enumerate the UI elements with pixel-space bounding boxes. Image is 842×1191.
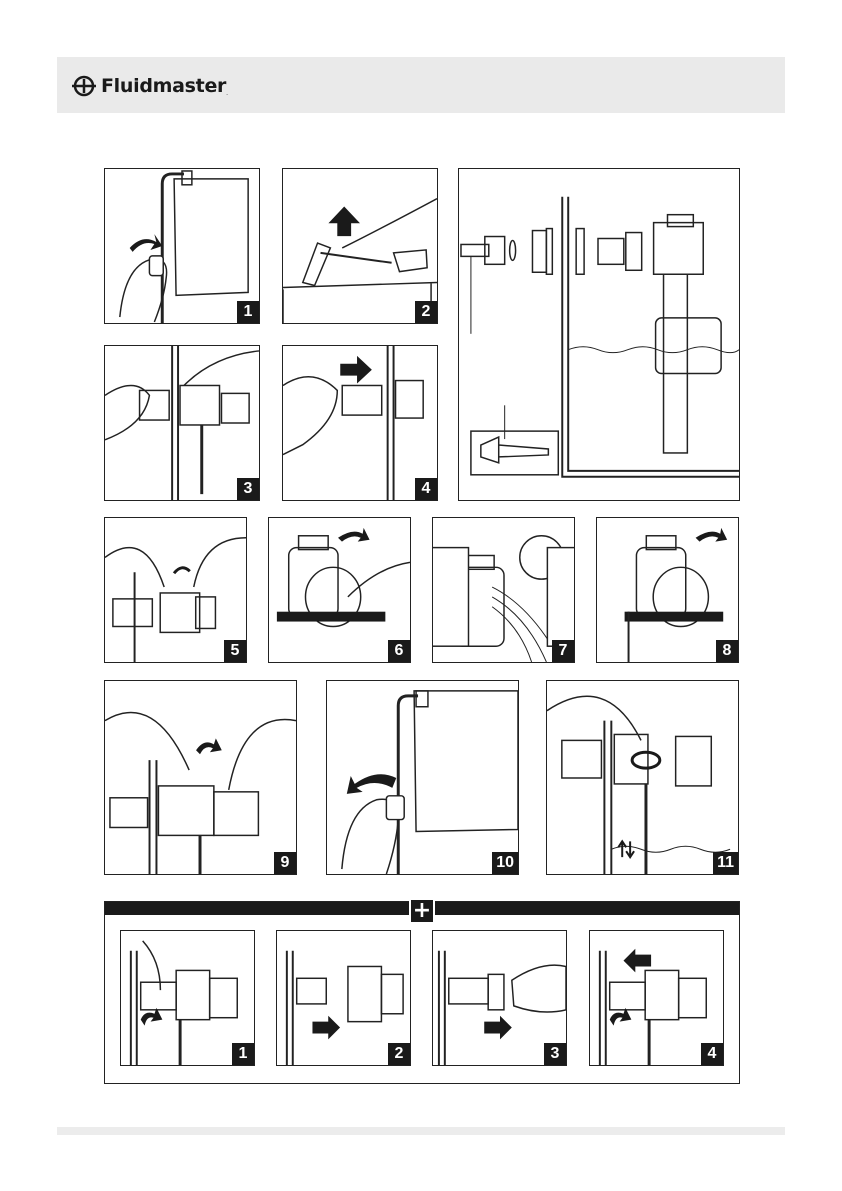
step-number: 10	[492, 852, 518, 874]
step-number: 4	[701, 1043, 723, 1065]
footer-band	[57, 1127, 785, 1135]
parts-diagram	[458, 168, 740, 501]
plus-icon: +	[409, 899, 435, 923]
kit-step-2-panel: 2	[276, 930, 411, 1066]
step-number: 11	[713, 852, 738, 874]
step-3-panel: 3	[104, 345, 260, 501]
brand-logo: Fluidmaster.	[72, 74, 228, 98]
lock-cap-illustration	[105, 681, 296, 874]
step-4-panel: 4	[282, 345, 438, 501]
step-5-panel: 5	[104, 517, 247, 663]
exploded-valve-diagram	[459, 169, 739, 500]
brand-name: Fluidmaster.	[101, 75, 228, 97]
step-9-panel: 9	[104, 680, 297, 875]
kit-step-4-panel: 4	[589, 930, 724, 1066]
step-number: 8	[716, 640, 738, 662]
fluidmaster-logo-icon	[72, 74, 96, 98]
step-6-panel: 6	[268, 517, 411, 663]
step-number: 1	[232, 1043, 254, 1065]
kit-step-3-panel: 3	[432, 930, 567, 1066]
step-number: 9	[274, 852, 296, 874]
remove-old-valve-illustration	[283, 169, 437, 323]
step-number: 3	[544, 1043, 566, 1065]
tighten-nut-illustration	[283, 346, 437, 500]
open-supply-illustration	[327, 681, 518, 874]
step-number: 7	[552, 640, 574, 662]
step-11-panel: 11	[546, 680, 739, 875]
step-number: 6	[388, 640, 410, 662]
insert-valve-illustration	[105, 346, 259, 500]
step-number: 2	[415, 301, 437, 323]
step-number: 1	[237, 301, 259, 323]
adjust-level-illustration	[547, 681, 738, 874]
step-number: 3	[237, 478, 259, 500]
step-number: 4	[415, 478, 437, 500]
step-1-panel: 1	[104, 168, 260, 324]
step-7-panel: 7	[432, 517, 575, 663]
supply-valve-close-illustration	[105, 169, 259, 323]
step-8-panel: 8	[596, 517, 739, 663]
step-2-panel: 2	[282, 168, 438, 324]
kit-step-1-panel: 1	[120, 930, 255, 1066]
step-number: 5	[224, 640, 246, 662]
step-number: 2	[388, 1043, 410, 1065]
step-10-panel: 10	[326, 680, 519, 875]
